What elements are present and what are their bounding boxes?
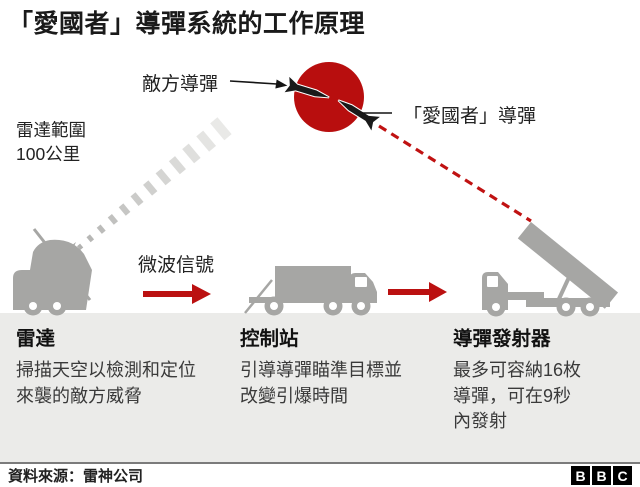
microwave-signal-label: 微波信號 bbox=[138, 255, 215, 276]
column-control-heading: 控制站 bbox=[240, 328, 299, 350]
column-control-body: 引導導彈瞄準目標並 改變引爆時間 bbox=[240, 360, 402, 406]
footer-bar: 資料來源：雷神公司 B B C bbox=[0, 462, 640, 487]
bbc-logo-block: B bbox=[592, 466, 611, 485]
bbc-logo: B B C bbox=[571, 466, 632, 485]
ground-band bbox=[0, 313, 640, 463]
page-title: 「愛國者」導彈系統的工作原理 bbox=[8, 10, 366, 38]
column-radar: 雷達 掃描天空以檢測和定位 來襲的敵方威脅 bbox=[16, 322, 221, 409]
column-radar-body: 掃描天空以檢測和定位 來襲的敵方威脅 bbox=[16, 360, 196, 406]
column-radar-heading: 雷達 bbox=[16, 328, 56, 350]
radar-range-label: 雷達範圍 100公里 bbox=[16, 120, 86, 164]
radar-beam-icon bbox=[76, 117, 232, 251]
source-credit: 資料來源：雷神公司 bbox=[8, 468, 144, 485]
trajectory-dashed-line bbox=[378, 124, 532, 223]
column-control-station: 控制站 引導導彈瞄準目標並 改變引爆時間 bbox=[240, 322, 425, 409]
column-launcher: 導彈發射器 最多可容納16枚 導彈，可在9秒 內發射 bbox=[453, 322, 621, 435]
enemy-label-pointer bbox=[229, 79, 288, 89]
bbc-logo-block: C bbox=[613, 466, 632, 485]
enemy-missile-icon bbox=[282, 74, 330, 99]
flow-arrow-icon bbox=[388, 282, 447, 302]
radar-vehicle-icon bbox=[13, 228, 92, 316]
control-station-truck-icon bbox=[244, 266, 377, 316]
missile-launcher-truck-icon bbox=[482, 222, 619, 317]
bbc-logo-block: B bbox=[571, 466, 590, 485]
patriot-missile-label: 「愛國者」導彈 bbox=[403, 106, 537, 127]
signal-arrow-icon bbox=[143, 284, 211, 304]
patriot-missile-icon bbox=[337, 99, 383, 134]
column-launcher-heading: 導彈發射器 bbox=[453, 328, 551, 350]
enemy-missile-label: 敵方導彈 bbox=[142, 74, 219, 95]
column-launcher-body: 最多可容納16枚 導彈，可在9秒 內發射 bbox=[453, 360, 582, 432]
